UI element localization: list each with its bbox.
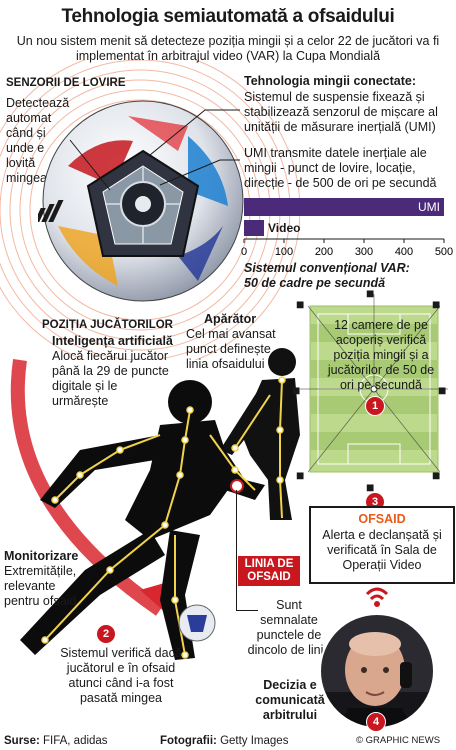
bar-label-video: Video [268,221,300,235]
step-2-badge: 2 [96,624,116,644]
offside-line-label: LINIA DE OFSAID [238,556,300,586]
offside-line-marker [236,490,237,610]
step-2-text: Sistemul verifică dacă jucătorul e în of… [60,646,182,705]
imu-vs-video-chart: UMI Video 0 100 200 300 400 500 [241,198,453,258]
offside-alert-box: OFSAID Alerta e declanșată și verificată… [309,506,455,584]
offside-line-marker-foot [236,610,258,611]
step-4-badge: 4 [366,712,386,732]
footer-photos: Fotografii: Getty Images [160,734,288,748]
tick-label: 200 [315,246,333,258]
defender-text: Cel mai avansat punct definește linia of… [186,327,276,371]
ai-text: Alocă fiecărui jucător până la 29 de pun… [52,349,169,408]
footer-credit: © GRAPHIC NEWS [356,735,441,746]
soccer-ball-icon [38,100,244,302]
bar-umi [244,198,444,216]
cameras-text: 12 camere de pe acoperiș verifică poziți… [327,318,435,392]
bar-video [244,220,264,236]
page-title: Tehnologia semiautomată a ofsaidului [61,6,395,27]
connected-ball-heading: Tehnologia mingii conectate: [244,74,417,88]
offside-box-text: Alerta e declanșată și verificată în Sal… [322,528,442,572]
monitoring-heading: Monitorizare [4,549,79,563]
tick-label: 400 [395,246,413,258]
footer-sources: Surse: FIFA, adidas [4,734,108,748]
tick-label: 100 [275,246,293,258]
player-silhouette-icon [10,348,300,660]
camera-icon: ■ [432,296,441,312]
camera-icon: ■ [432,467,441,483]
camera-icon: ■ [438,382,447,398]
tick-label: 0 [241,246,247,258]
impact-sensors-text: Detectează automat când și unde e lovită… [6,96,70,185]
player-positions-heading: POZIȚIA JUCĂTORILOR [42,319,173,331]
photos-value: Getty Images [220,735,289,747]
connected-ball-text-2: UMI transmite datele inerțiale ale mingi… [244,146,437,190]
tick-label: 300 [355,246,373,258]
camera-icon: ■ [366,285,375,301]
sources-label: Surse: [4,735,40,747]
decision-text: Decizia e comunicată arbitrului [255,678,325,722]
chart-caption: Sistemul convențional VAR: 50 de cadre p… [244,261,410,290]
offside-line-text: Sunt semnalate punctele de dincolo de li… [247,598,331,657]
camera-icon: ■ [296,296,305,312]
offside-box-heading: OFSAID [358,512,406,526]
tick-label: 500 [435,246,453,258]
pitch-camera-diagram [300,294,448,473]
ai-heading: Inteligența artificială [52,334,173,348]
bar-label-umi: UMI [418,200,440,214]
step-1-badge: 1 [365,396,385,416]
defender-heading: Apărător [204,312,257,326]
impact-sensors-heading: SENZORII DE LOVIRE [6,77,126,89]
camera-icon: ■ [366,479,375,495]
connected-ball-text-1: Sistemul de suspensie fixează și stabili… [244,90,438,134]
sources-value: FIFA, adidas [43,735,108,747]
camera-icon: ■ [296,467,305,483]
page-subtitle: Un nou sistem menit să detecteze poziția… [16,34,440,63]
camera-icon: ■ [292,382,301,398]
monitoring-text: Extremitățile, relevante pentru ofsaid [4,564,77,608]
photos-label: Fotografii: [160,735,217,747]
wifi-signal-icon [365,587,389,607]
offside-line-label-text: LINIA DE OFSAID [244,558,294,583]
